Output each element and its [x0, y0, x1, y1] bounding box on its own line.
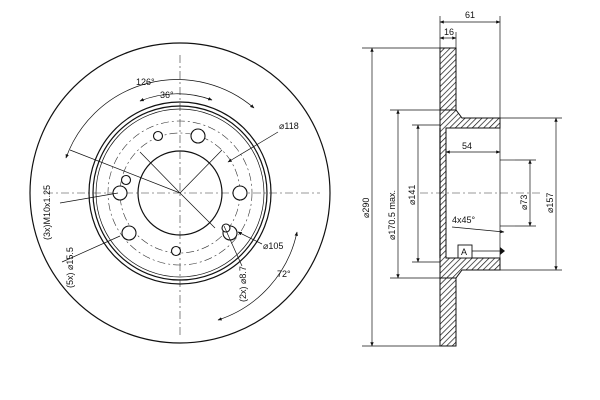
dim-54-label: 54	[462, 141, 472, 151]
datum-a-box	[457, 244, 473, 259]
angle-126-label: 126°	[136, 77, 155, 87]
bolt-hole	[190, 128, 206, 144]
angle-36-label: 36°	[160, 90, 174, 100]
bolt-hole	[232, 185, 248, 201]
dim-61-label: 61	[465, 10, 475, 20]
small-hole	[120, 174, 132, 186]
rotor-section-bottom	[439, 277, 457, 347]
dim-16-label: 16	[444, 27, 454, 37]
small-hole	[170, 245, 182, 257]
dim-73-label: ⌀73	[519, 195, 529, 210]
ref-line-1	[139, 151, 181, 194]
datum-a-label: A	[461, 247, 467, 257]
bolt-hole	[121, 225, 137, 241]
chamfer-label: 4x45°	[452, 215, 476, 225]
thread-label: (3x)M10x1.25	[42, 185, 52, 240]
leader-118	[227, 131, 279, 163]
leader-bolt-hole	[61, 235, 121, 263]
dim-141-label: ⌀141	[407, 185, 417, 205]
angle-arc-36	[139, 93, 213, 102]
front-view: 126° 36° ⌀118 ⌀105 72° (3x)M10x1.25 (5x)…	[29, 42, 331, 344]
ref-line-4	[69, 149, 181, 194]
angle-72-label: 72°	[277, 269, 291, 279]
angle-arc-126	[65, 79, 255, 159]
bolt-hole	[112, 185, 128, 201]
hat-section	[439, 109, 501, 279]
small-hole-label: (2x) ⌀8.7	[238, 266, 248, 302]
dim-290-label: ⌀290	[361, 198, 371, 218]
dim-157-label: ⌀157	[545, 193, 555, 213]
leader-thread	[59, 192, 119, 204]
disc-outer-edge	[29, 42, 331, 344]
dim-170-5-label: ⌀170.5 max.	[387, 190, 397, 240]
dim-105-label: ⌀105	[263, 241, 283, 251]
leader-105	[237, 231, 263, 245]
small-hole	[152, 130, 164, 142]
bolt-hole-label: (5x) ⌀15.5	[65, 247, 75, 288]
leader-small-hole	[223, 225, 243, 267]
leader-chamfer	[451, 226, 505, 234]
ref-line-3	[179, 192, 216, 229]
rotor-section-top	[439, 47, 457, 111]
datum-a-triangle	[500, 247, 505, 255]
dim-118-label: ⌀118	[279, 121, 299, 131]
section-view: 61 16 54 4x45° A ⌀290 ⌀170.5 max. ⌀141 ⌀…	[361, 10, 562, 347]
angle-arc-72	[217, 231, 298, 321]
